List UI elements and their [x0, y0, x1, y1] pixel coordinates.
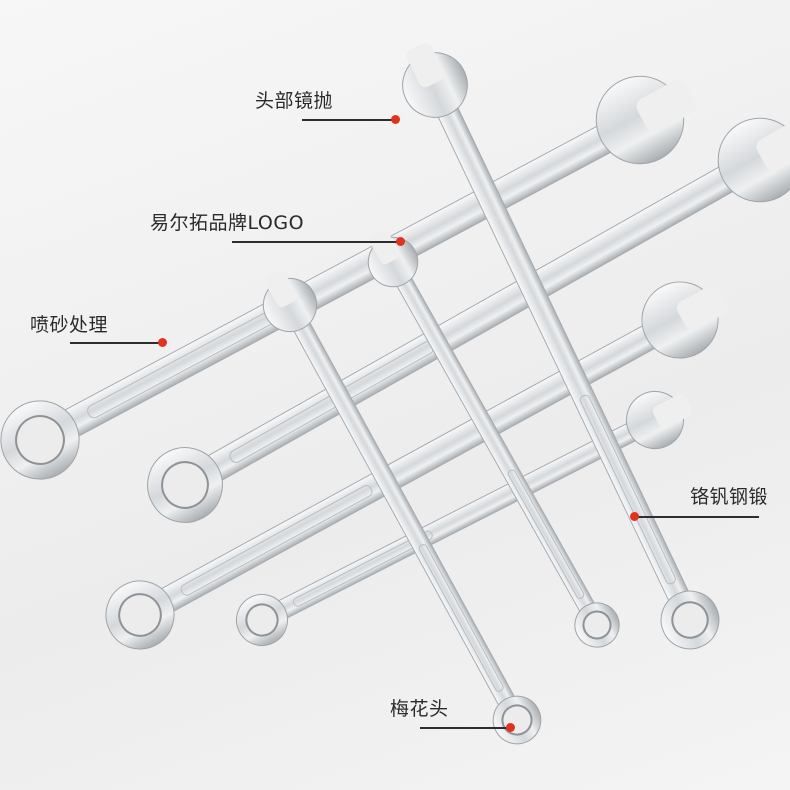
annotation-box-end: 梅花头: [390, 698, 449, 720]
wrench: [105, 281, 729, 650]
wrench: [262, 270, 542, 745]
leader-line: [420, 727, 510, 729]
marker-dot: [396, 237, 405, 246]
marker-dot: [158, 338, 167, 347]
leader-line: [634, 516, 759, 518]
annotation-head-polish: 头部镜抛: [255, 90, 334, 112]
annotation-brand-logo: 易尔拓品牌LOGO: [150, 212, 305, 234]
leader-line: [70, 342, 162, 344]
wrench: [236, 391, 692, 646]
leader-line: [302, 119, 395, 121]
marker-dot: [630, 512, 639, 521]
annotation-cr-v-forged: 铬钒钢锻: [690, 486, 769, 508]
marker-dot: [391, 115, 400, 124]
wrench: [402, 43, 720, 650]
marker-dot: [506, 723, 515, 732]
wrench: [367, 230, 620, 648]
annotation-sandblast: 喷砂处理: [30, 314, 109, 336]
wrench: [147, 117, 790, 523]
leader-line: [232, 241, 400, 243]
